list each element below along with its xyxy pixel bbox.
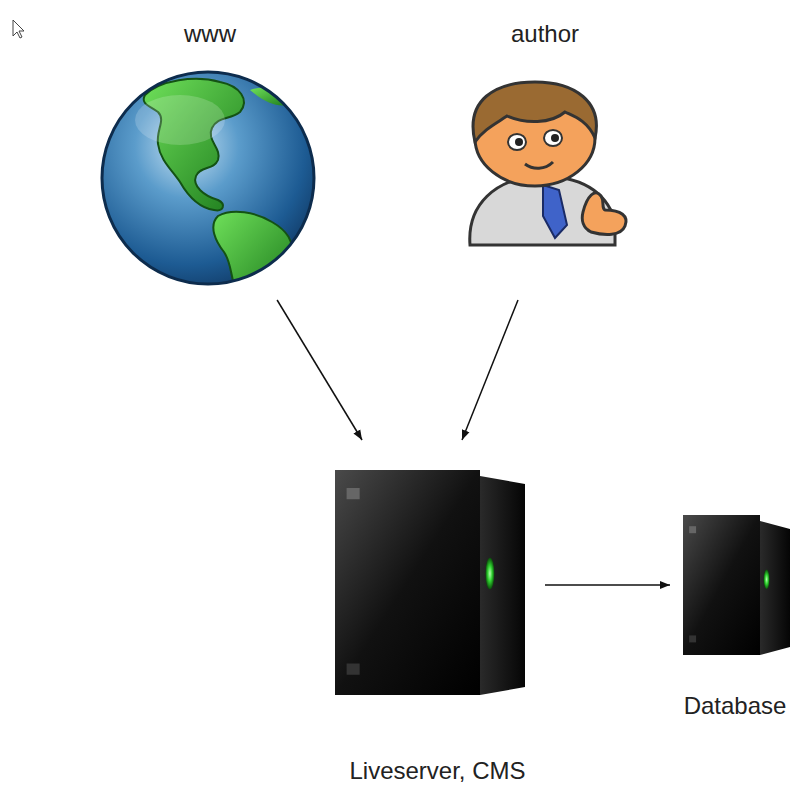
server-icon — [670, 505, 800, 720]
node-label: Database — [682, 692, 789, 720]
user-node: author — [455, 20, 635, 300]
server-node: Liveserver, CMS — [330, 440, 545, 785]
node-label: author — [509, 20, 581, 48]
arrow-connector — [545, 584, 670, 586]
mouse-cursor — [0, 0, 40, 40]
server-node: Database — [670, 505, 800, 720]
server-icon — [330, 440, 545, 785]
person-icon — [455, 20, 635, 300]
arrow-connector — [462, 300, 518, 440]
arrow-connector — [277, 300, 362, 440]
node-label: Liveserver, CMS — [347, 757, 527, 785]
internet-node: www — [100, 20, 320, 300]
node-label: www — [182, 20, 238, 48]
globe-icon — [100, 20, 320, 300]
